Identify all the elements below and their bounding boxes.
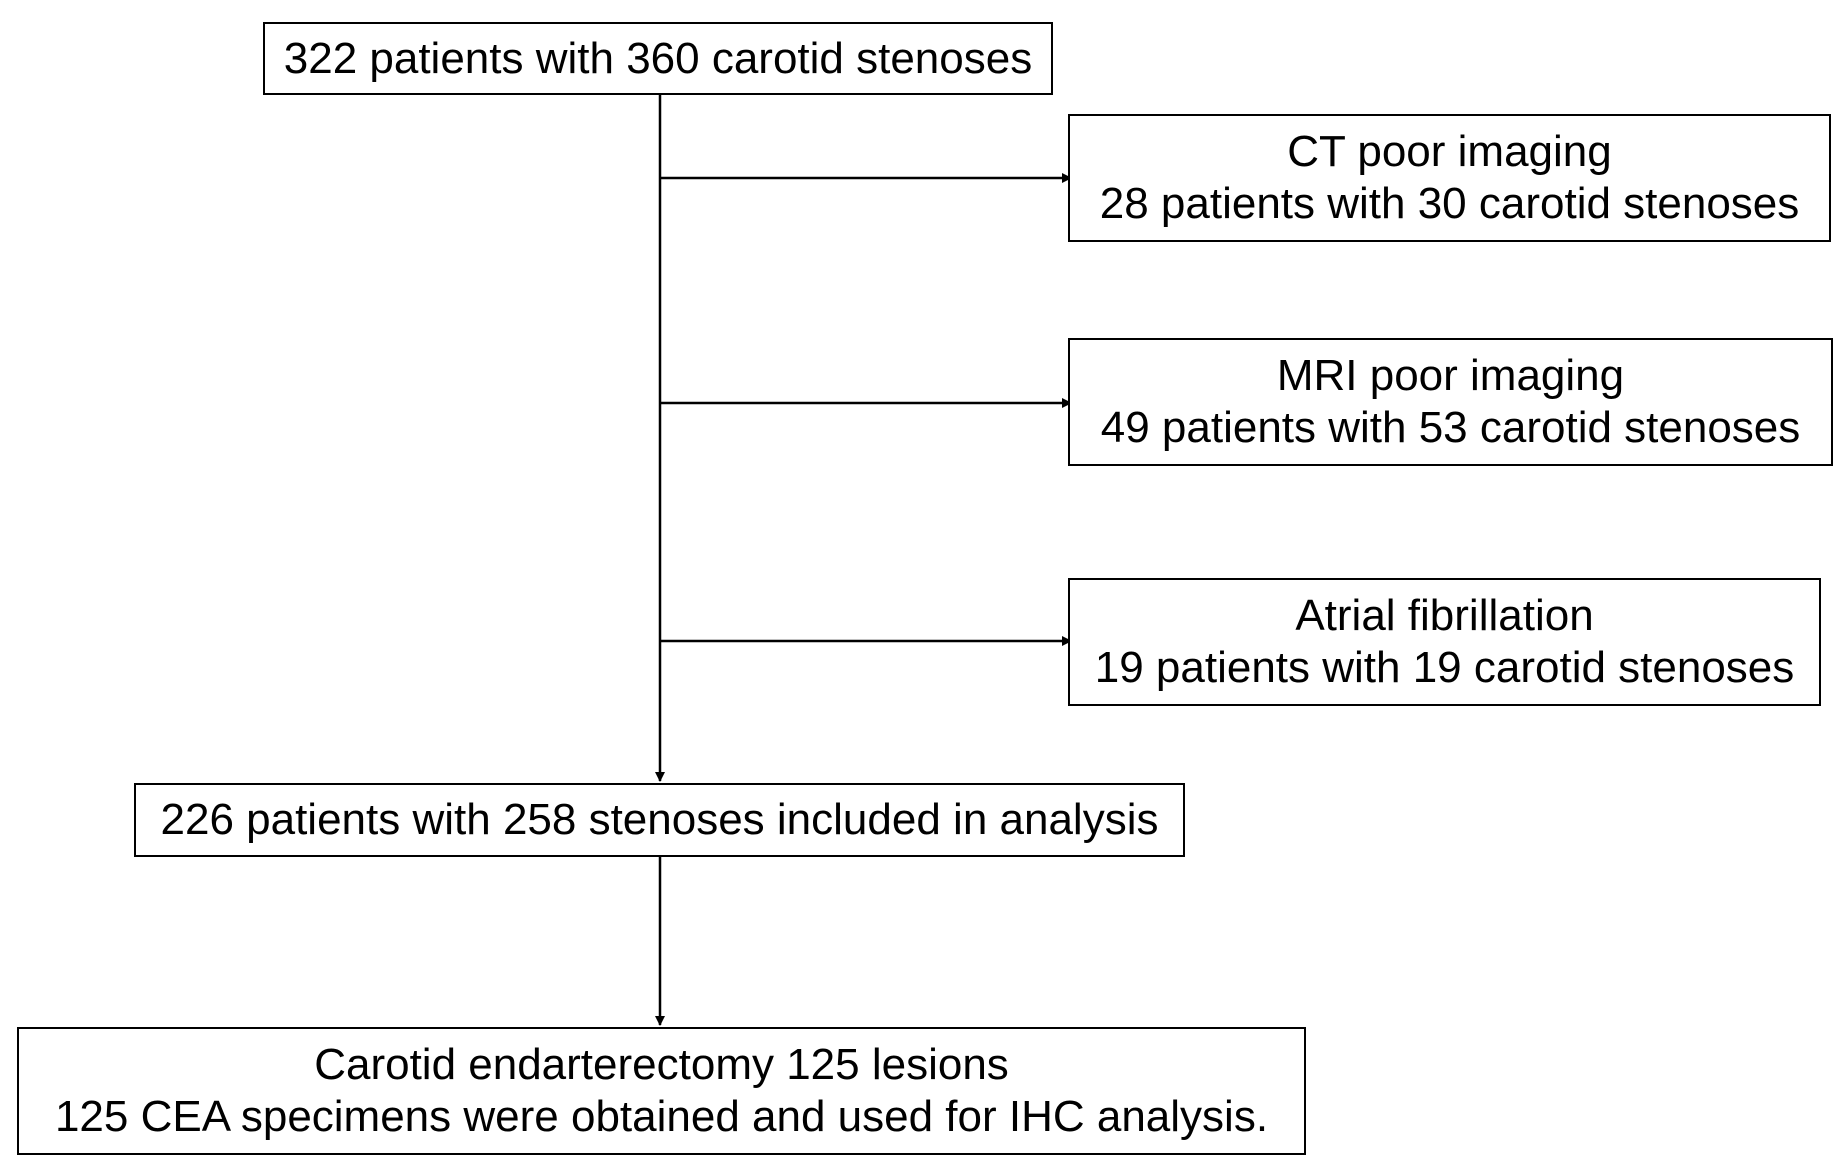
exclusion-title-af: Atrial fibrillation <box>1295 591 1594 640</box>
start-box: 322 patients with 360 carotid stenoses <box>263 22 1053 95</box>
exclusion-title-ct: CT poor imaging <box>1287 127 1612 176</box>
final-line-2: 125 CEA specimens were obtained and used… <box>54 1092 1269 1141</box>
start-text: 322 patients with 360 carotid stenoses <box>283 33 1033 83</box>
final-box: Carotid endarterectomy 125 lesions 125 C… <box>17 1027 1306 1155</box>
exclusion-title-mri: MRI poor imaging <box>1276 351 1625 400</box>
exclusion-box-ct: CT poor imaging 28 patients with 30 caro… <box>1068 114 1831 242</box>
final-line-1: Carotid endarterectomy 125 lesions <box>314 1040 1009 1089</box>
exclusion-box-af: Atrial fibrillation 19 patients with 19 … <box>1068 578 1821 706</box>
included-box: 226 patients with 258 stenoses included … <box>134 783 1185 857</box>
exclusion-detail-ct: 28 patients with 30 carotid stenoses <box>1099 179 1800 228</box>
exclusion-detail-mri: 49 patients with 53 carotid stenoses <box>1100 403 1801 452</box>
exclusion-box-mri: MRI poor imaging 49 patients with 53 car… <box>1068 338 1833 466</box>
included-text: 226 patients with 258 stenoses included … <box>160 795 1159 844</box>
exclusion-detail-af: 19 patients with 19 carotid stenoses <box>1094 643 1795 692</box>
